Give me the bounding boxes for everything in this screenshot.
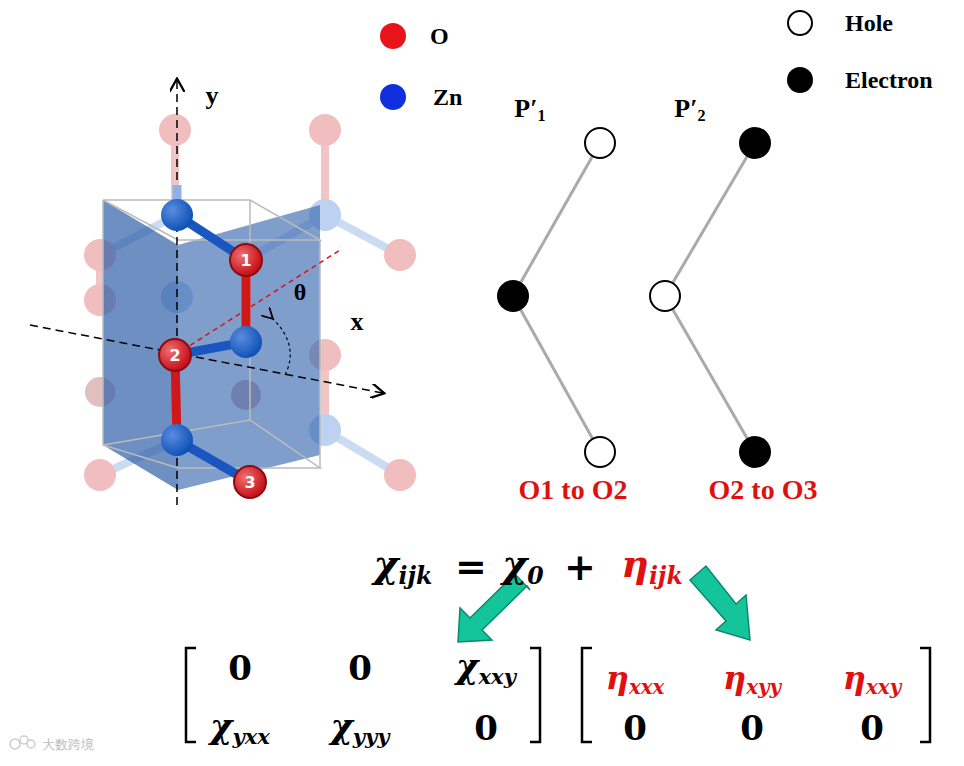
subscript: 2 bbox=[698, 107, 706, 124]
polarization-label: P′1 bbox=[514, 96, 545, 125]
matrix-cell: 0 bbox=[474, 711, 498, 745]
matrix-cell: 0 bbox=[348, 651, 372, 685]
equation-sign: + bbox=[564, 548, 596, 586]
matrix-cell: ηxyy bbox=[723, 662, 781, 698]
legend-swatch bbox=[380, 84, 406, 110]
polarization-label: P′2 bbox=[674, 96, 705, 125]
equation-term: χijk bbox=[374, 545, 433, 588]
watermark: 大数跨境 bbox=[42, 738, 94, 751]
subscript: 0 bbox=[527, 562, 543, 590]
angle-label: θ bbox=[294, 280, 307, 304]
transition-label: O1 to O2 bbox=[519, 476, 628, 504]
legend-swatch bbox=[787, 10, 813, 36]
legend-text: Zn bbox=[433, 85, 462, 109]
legend-swatch bbox=[787, 67, 813, 93]
subscript: xxy bbox=[478, 664, 515, 689]
callout-number: 2 bbox=[169, 346, 180, 365]
legend-text: O bbox=[430, 24, 449, 48]
matrix-cell: ηxxy bbox=[843, 662, 901, 698]
matrix-cell: 0 bbox=[740, 711, 764, 745]
matrix-cell: χyxx bbox=[210, 709, 270, 747]
subscript: xyy bbox=[746, 675, 781, 699]
legend-text: Electron bbox=[845, 68, 933, 92]
oxygen-atom: 1 bbox=[229, 243, 263, 277]
callout-number: 1 bbox=[240, 251, 251, 270]
legend-text: Hole bbox=[845, 11, 893, 35]
axis-label: x bbox=[351, 309, 364, 335]
axis-label: y bbox=[206, 83, 219, 109]
matrix-cell: 0 bbox=[860, 711, 884, 745]
subscript: xxy bbox=[866, 675, 901, 699]
equation-term: χ0 bbox=[502, 545, 543, 588]
matrix-cell: χxxy bbox=[456, 649, 516, 687]
subscript: ijk bbox=[399, 562, 433, 590]
subscript: xxx bbox=[629, 675, 664, 699]
subscript: yyy bbox=[353, 724, 390, 749]
subscript: 1 bbox=[538, 107, 546, 124]
equation-sign: = bbox=[455, 548, 487, 586]
subscript: yxx bbox=[232, 724, 269, 749]
matrix-cell: 0 bbox=[228, 651, 252, 685]
equation-term: ηijk bbox=[621, 545, 682, 588]
oxygen-atom: 3 bbox=[233, 465, 267, 499]
legend-swatch bbox=[380, 23, 406, 49]
transition-label: O2 to O3 bbox=[709, 476, 818, 504]
callout-number: 3 bbox=[244, 473, 255, 492]
matrix-cell: 0 bbox=[623, 711, 647, 745]
oxygen-atom: 2 bbox=[158, 338, 192, 372]
matrix-cell: χyyy bbox=[330, 709, 389, 747]
subscript: ijk bbox=[649, 562, 683, 590]
matrix-cell: ηxxx bbox=[606, 662, 665, 698]
